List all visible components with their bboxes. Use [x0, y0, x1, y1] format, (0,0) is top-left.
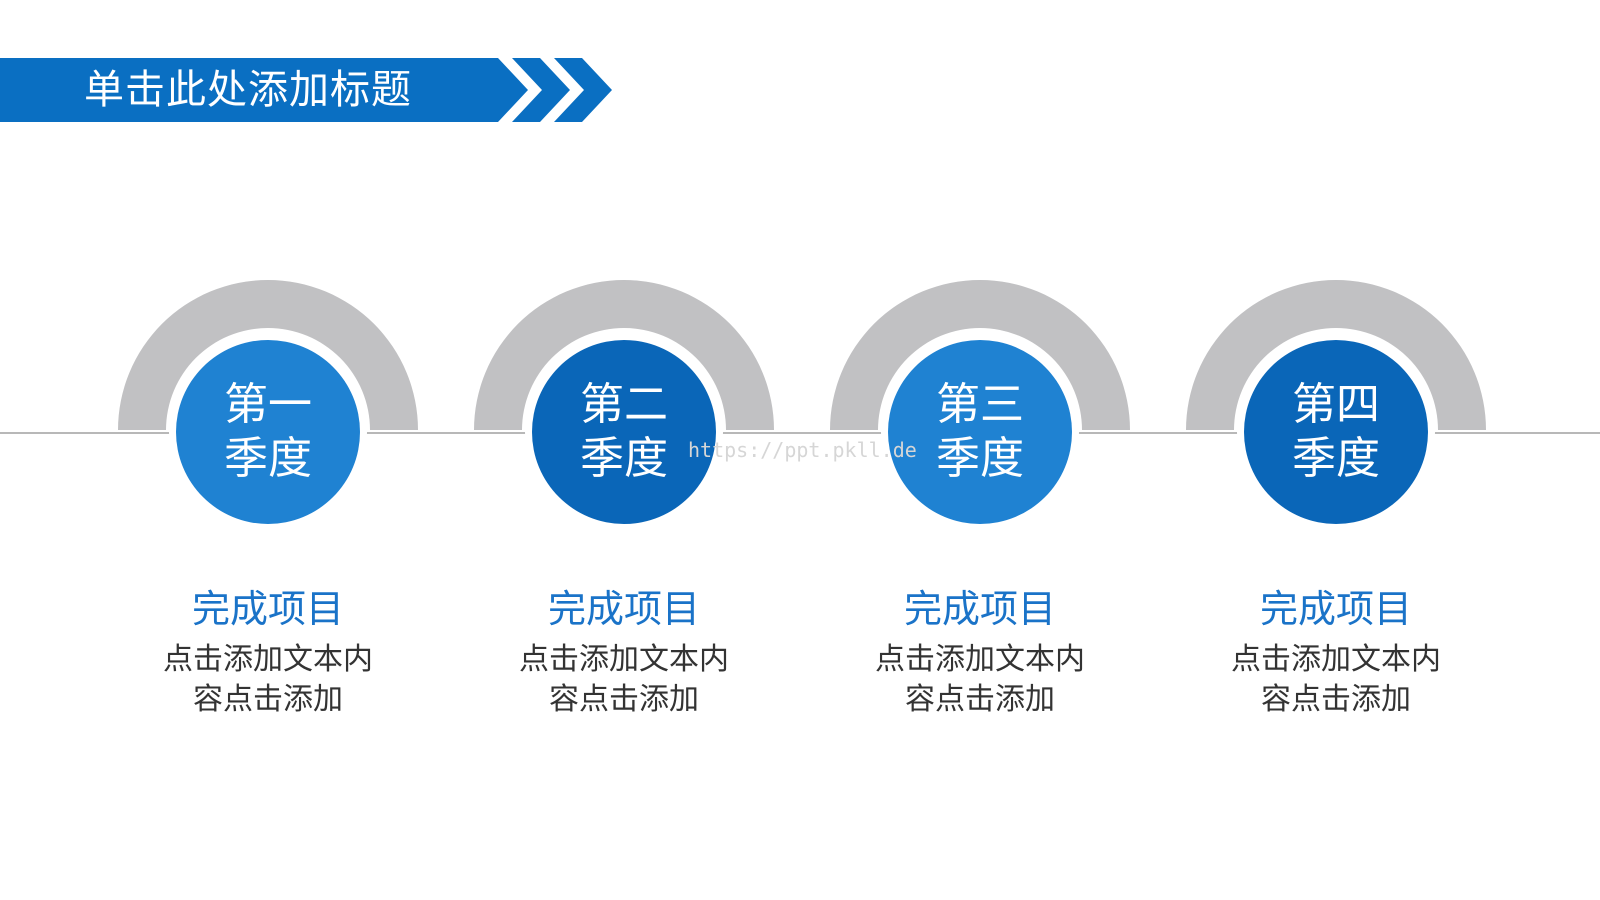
watermark-text: https://ppt.pkll.de	[688, 438, 917, 462]
banner-chevron-graphic	[0, 58, 612, 122]
stage-q2: 第二 季度 完成项目 点击添加文本内 容点击添加	[474, 280, 784, 740]
stage-circle[interactable]: 第二 季度	[532, 340, 716, 524]
stage-description[interactable]: 点击添加文本内 容点击添加	[830, 640, 1130, 720]
stage-arc	[474, 280, 774, 430]
stage-q4: 第四 季度 完成项目 点击添加文本内 容点击添加	[1186, 280, 1496, 740]
stage-heading[interactable]: 完成项目	[903, 587, 1056, 631]
stage-circle-line2: 季度	[580, 433, 668, 484]
stage-description-line1: 点击添加文本内	[163, 642, 373, 677]
stage-arc	[118, 280, 418, 430]
stage-q1: 第一 季度 完成项目 点击添加文本内 容点击添加	[118, 280, 428, 740]
stage-description[interactable]: 点击添加文本内 容点击添加	[118, 640, 418, 720]
stage-description-line2: 容点击添加	[905, 682, 1055, 717]
stage-circle-line1: 第三	[936, 379, 1024, 430]
stage-circle[interactable]: 第一 季度	[176, 340, 360, 524]
stage-arc	[830, 280, 1130, 430]
stage-heading[interactable]: 完成项目	[547, 587, 700, 631]
stage-description-line1: 点击添加文本内	[1231, 642, 1441, 677]
stage-description[interactable]: 点击添加文本内 容点击添加	[474, 640, 774, 720]
stage-heading[interactable]: 完成项目	[191, 587, 344, 631]
stage-q3: 第三 季度 完成项目 点击添加文本内 容点击添加	[830, 280, 1140, 740]
stage-circle-line2: 季度	[936, 433, 1024, 484]
stage-heading[interactable]: 完成项目	[1259, 587, 1412, 631]
stage-description-line1: 点击添加文本内	[519, 642, 729, 677]
stage-circle-line1: 第二	[580, 379, 668, 430]
stage-description-line1: 点击添加文本内	[875, 642, 1085, 677]
stage-circle-line1: 第一	[224, 379, 312, 430]
stage-description-line2: 容点击添加	[1261, 682, 1411, 717]
title-banner	[0, 58, 620, 122]
stage-description-line2: 容点击添加	[193, 682, 343, 717]
stage-circle-line1: 第四	[1292, 379, 1380, 430]
page-title[interactable]: 单击此处添加标题	[84, 67, 412, 113]
stage-circle[interactable]: 第三 季度	[888, 340, 1072, 524]
stage-circle-line2: 季度	[224, 433, 312, 484]
stage-description-line2: 容点击添加	[549, 682, 699, 717]
stage-description[interactable]: 点击添加文本内 容点击添加	[1186, 640, 1486, 720]
stage-circle-line2: 季度	[1292, 433, 1380, 484]
stage-circle[interactable]: 第四 季度	[1244, 340, 1428, 524]
timeline-line	[0, 432, 1600, 434]
stage-arc	[1186, 280, 1486, 430]
